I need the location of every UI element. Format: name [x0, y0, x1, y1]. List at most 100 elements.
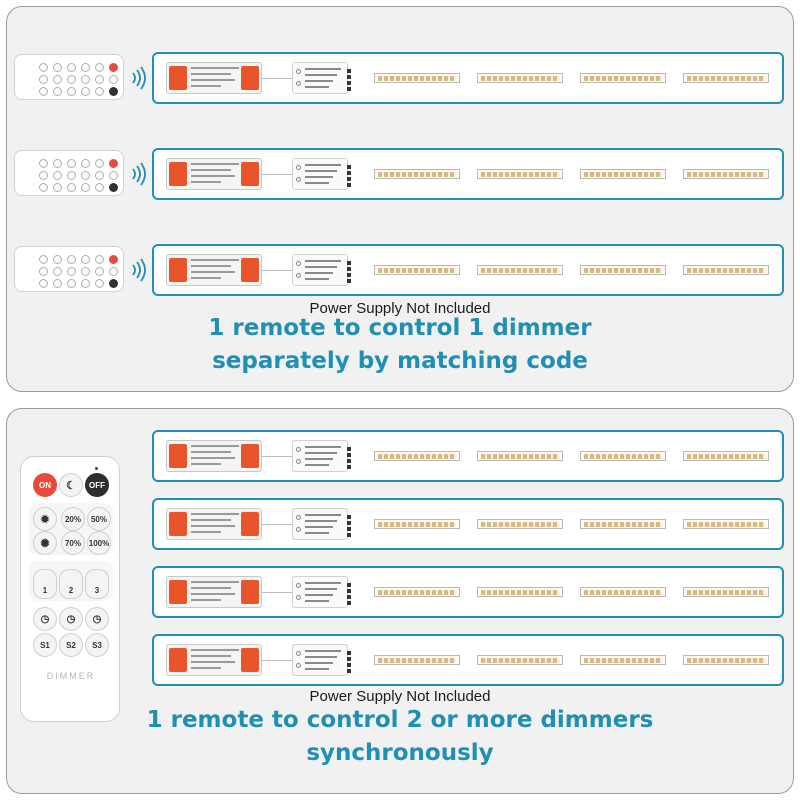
- level-100-button: 100%: [87, 531, 111, 555]
- controller-output-pin: [347, 177, 351, 181]
- mini-remote-button: [81, 87, 90, 96]
- mini-remote-button: [39, 171, 48, 180]
- power-supply-terminal: [169, 648, 187, 672]
- controller-output-pin: [347, 87, 351, 91]
- level-70-button: 70%: [61, 531, 85, 555]
- mini-remote-button: [109, 279, 118, 288]
- power-supply-terminal: [169, 444, 187, 468]
- led-chips: [378, 522, 456, 527]
- mini-remote-button: [67, 63, 76, 72]
- led-strip-segment: [374, 265, 460, 275]
- led-strip-segment: [374, 73, 460, 83]
- led-system-row: [152, 52, 784, 104]
- led-chips: [481, 172, 559, 177]
- zone-3-label: 3: [94, 585, 100, 595]
- mini-remote-button: [67, 159, 76, 168]
- led-strip-segment: [477, 451, 563, 461]
- led-chips: [584, 658, 662, 663]
- zone-1-label: 1: [42, 585, 48, 595]
- bottom-power-supply-note: Power Supply Not Included: [309, 688, 491, 705]
- led-chips: [584, 268, 662, 273]
- brightness-icon: ✺: [33, 531, 57, 555]
- controller-label-line: [305, 464, 329, 466]
- power-supply-label-line: [191, 175, 235, 177]
- led-strip-segment: [683, 587, 769, 597]
- power-supply-label-line: [191, 599, 221, 601]
- controller-label-line: [305, 446, 341, 448]
- controller-button-icon: [296, 165, 301, 170]
- mini-remote-button: [39, 63, 48, 72]
- controller-button-icon: [296, 261, 301, 266]
- power-supply-label-line: [191, 445, 239, 447]
- power-supply-label-line: [191, 581, 239, 583]
- controller-label-line: [305, 582, 341, 584]
- connection-wire: [262, 78, 292, 79]
- mini-remote-button: [39, 183, 48, 192]
- led-strip-segment: [477, 265, 563, 275]
- controller-output-pin: [347, 171, 351, 175]
- zone-2-button: 2: [59, 569, 83, 599]
- controller-label-line: [305, 80, 333, 82]
- mini-remote-button: [39, 159, 48, 168]
- remote-brand-text: DIMMER: [46, 671, 96, 681]
- led-system-row: [152, 430, 784, 482]
- led-chips: [584, 590, 662, 595]
- controller-button-icon: [296, 515, 301, 520]
- controller-label-line: [305, 182, 329, 184]
- led-system-row: [152, 244, 784, 296]
- led-chips: [687, 454, 765, 459]
- scene-3-button: S3: [85, 633, 109, 657]
- timer-icon: ◷: [33, 607, 57, 631]
- power-supply-terminal: [241, 512, 259, 536]
- led-strip-segment: [580, 519, 666, 529]
- power-supply-label-line: [191, 457, 235, 459]
- dimmer-controller: [292, 644, 351, 676]
- led-chips: [481, 522, 559, 527]
- power-supply-terminal: [241, 580, 259, 604]
- remote-off-button: OFF: [85, 473, 109, 497]
- controller-label-line: [305, 662, 333, 664]
- mini-remote-button: [109, 159, 118, 168]
- power-supply-label-line: [191, 169, 231, 171]
- timer-icon: ◷: [59, 607, 83, 631]
- wireless-signal-icon: [132, 162, 146, 186]
- led-strip-segment: [477, 73, 563, 83]
- controller-label-line: [305, 594, 333, 596]
- power-supply-label-line: [191, 513, 239, 515]
- mini-remote-button: [53, 279, 62, 288]
- mini-remote-button: [109, 171, 118, 180]
- controller-output-pin: [347, 657, 351, 661]
- power-supply-label-line: [191, 655, 231, 657]
- mini-remote-button: [95, 171, 104, 180]
- controller-button-icon: [296, 447, 301, 452]
- mini-remote-button: [81, 255, 90, 264]
- mini-remote-button: [81, 279, 90, 288]
- mini-remote-button: [81, 267, 90, 276]
- controller-output-pin: [347, 589, 351, 593]
- led-chips: [687, 172, 765, 177]
- level-20-button: 20%: [61, 507, 85, 531]
- power-supply-terminal: [169, 66, 187, 90]
- controller-label-line: [305, 170, 337, 172]
- led-chips: [378, 76, 456, 81]
- controller-output-pin: [347, 459, 351, 463]
- power-supply-terminal: [169, 258, 187, 282]
- power-supply-label-line: [191, 79, 235, 81]
- controller-label-line: [305, 668, 329, 670]
- power-supply-terminal: [169, 512, 187, 536]
- led-system-row: [152, 498, 784, 550]
- controller-label-line: [305, 86, 329, 88]
- mini-remote-button: [109, 87, 118, 96]
- dimmer-controller: [292, 440, 351, 472]
- led-chips: [481, 76, 559, 81]
- led-chips: [584, 76, 662, 81]
- led-strip-segment: [477, 587, 563, 597]
- controller-output-pin: [347, 447, 351, 451]
- mini-remote-button: [39, 255, 48, 264]
- mini-remote-button: [81, 183, 90, 192]
- led-chips: [378, 590, 456, 595]
- connection-wire: [262, 270, 292, 271]
- led-chips: [687, 522, 765, 527]
- dimmer-controller: [292, 576, 351, 608]
- mini-remote-button: [95, 159, 104, 168]
